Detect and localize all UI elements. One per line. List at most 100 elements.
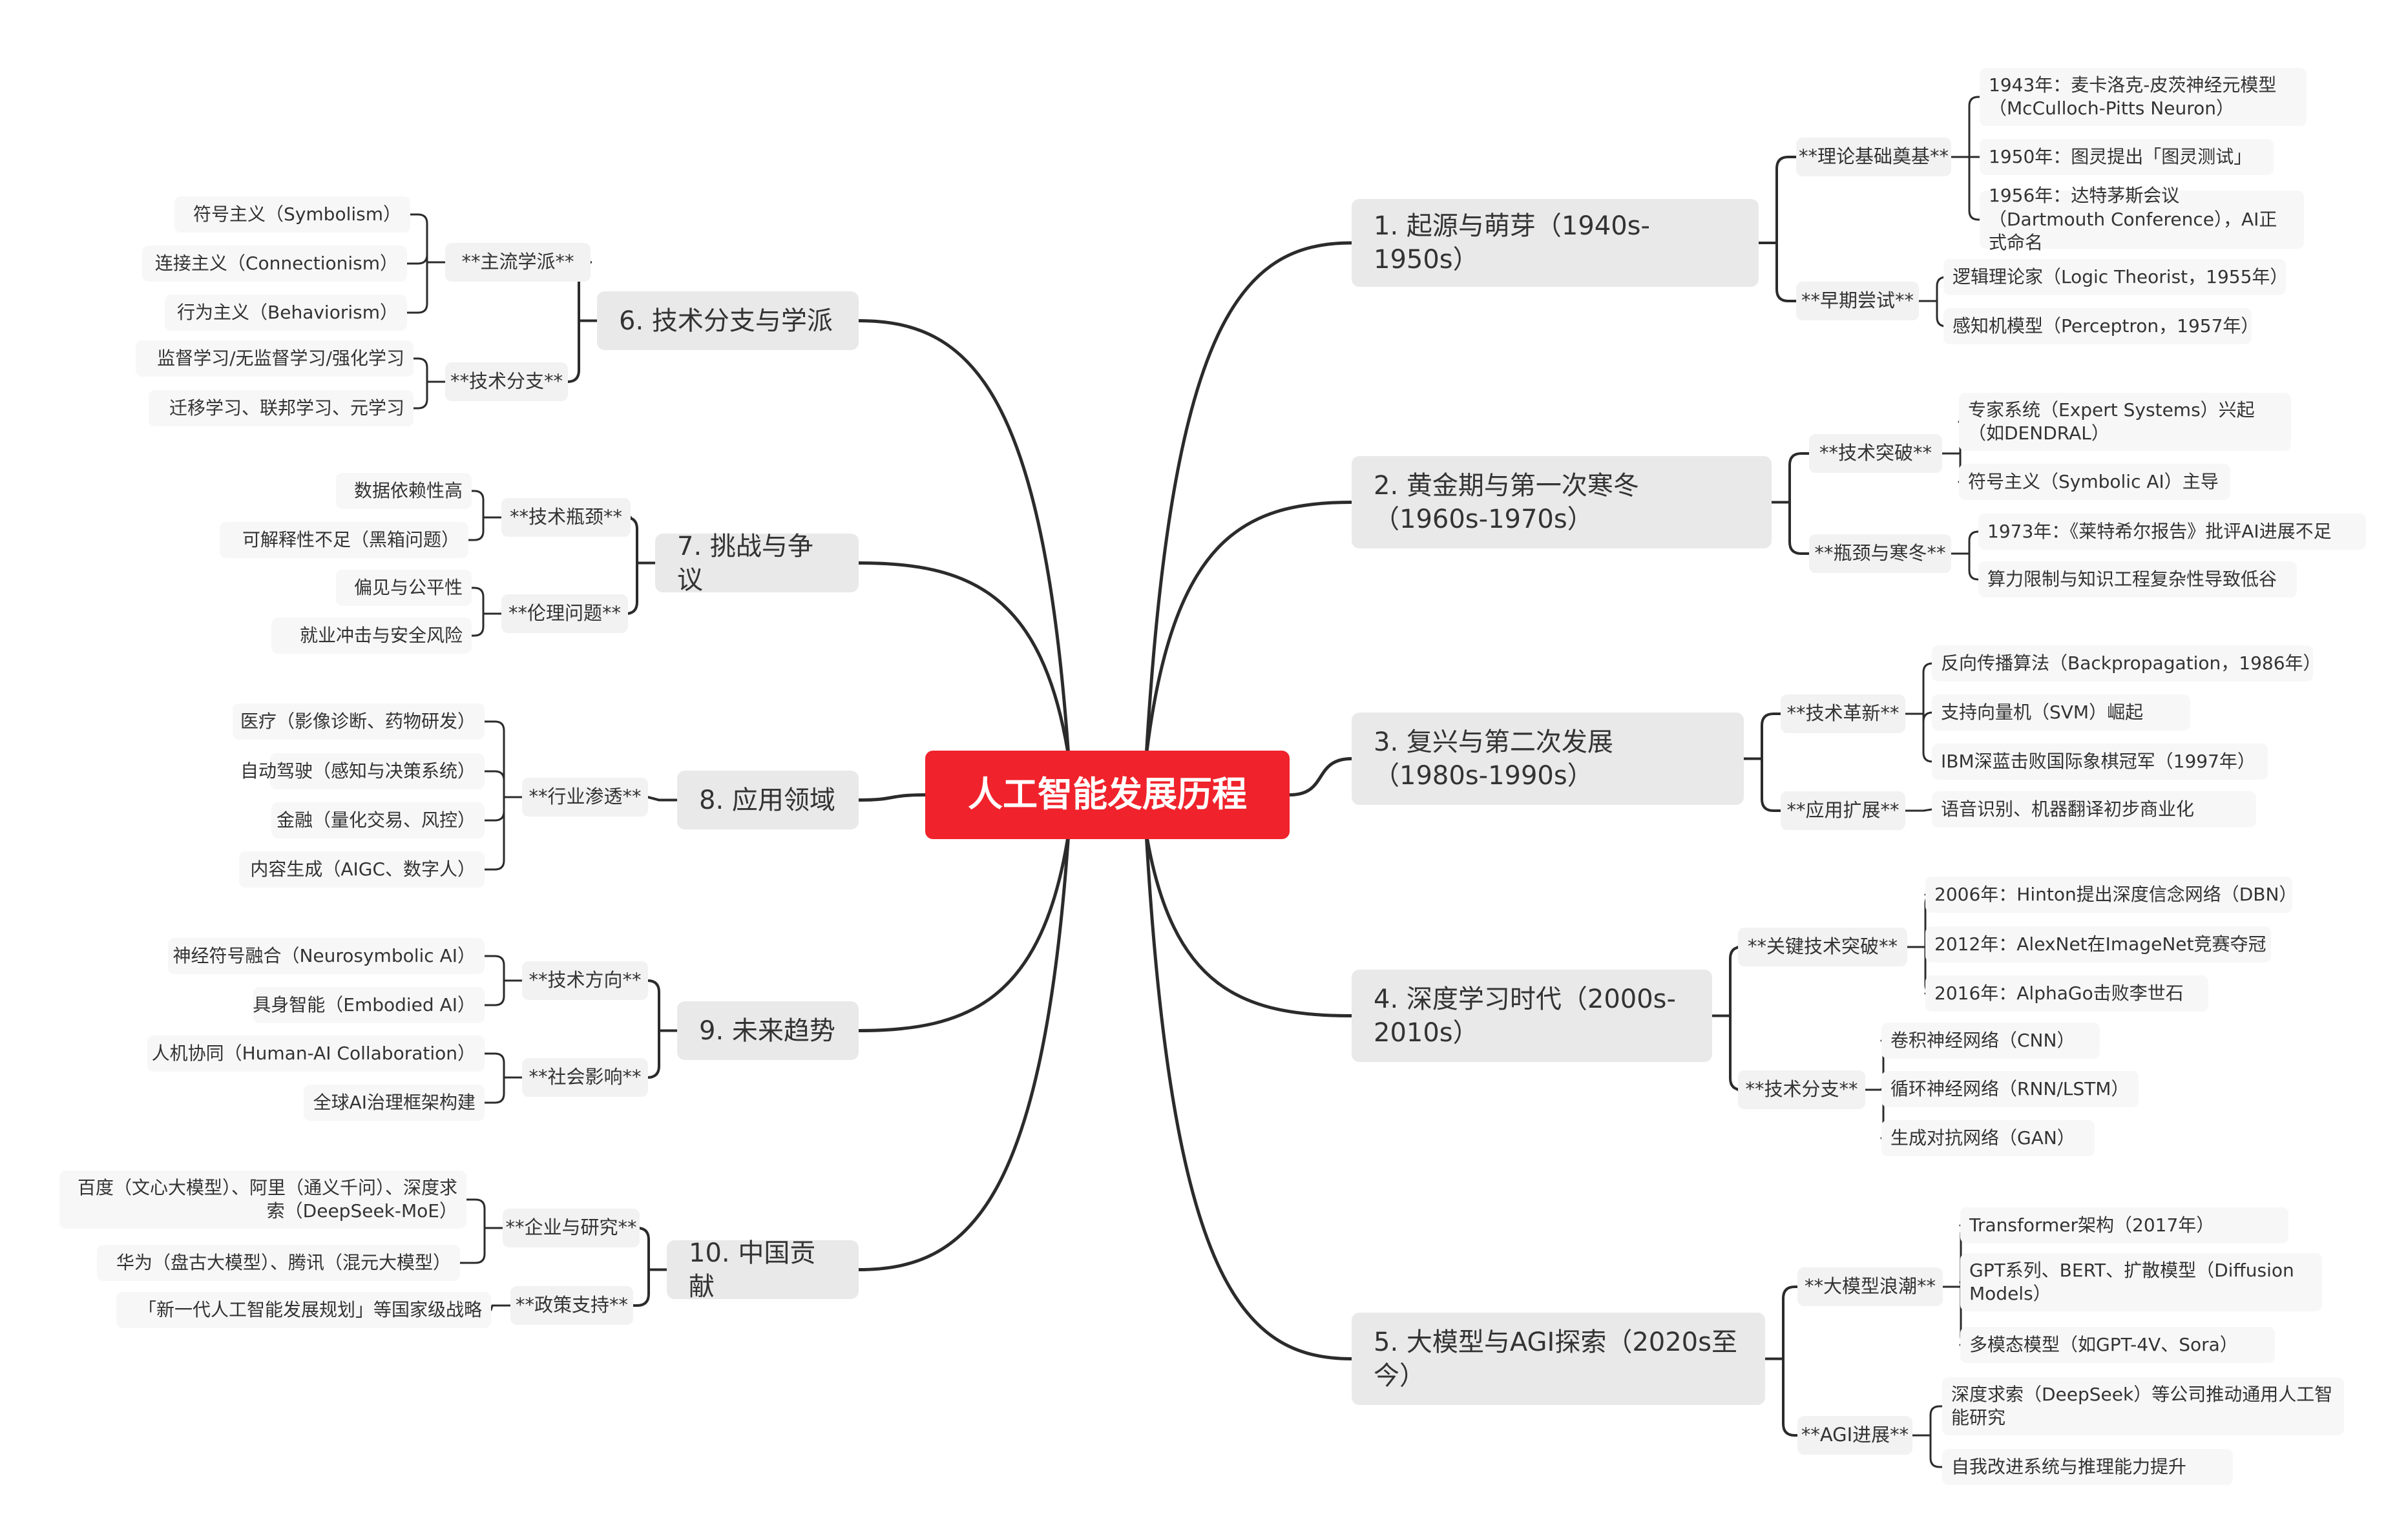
leaf-topic-2-2-1[interactable]: 1973年：《莱特希尔报告》批评AI进展不足 [1978, 514, 2366, 550]
leaf-connector-2-2-1 [1968, 530, 1980, 555]
leaf-topic-6-2-2[interactable]: 迁移学习、联邦学习、元学习 [149, 390, 413, 426]
sub-topic-3-1[interactable]: **技术革新** [1781, 694, 1905, 733]
leaf-connector-6-2-2 [412, 380, 428, 410]
leaf-topic-1-1-1[interactable]: 1943年：麦卡洛克-皮茨神经元模型（McCulloch-Pitts Neuro… [1980, 68, 2307, 126]
leaf-connector-7-1-1 [470, 490, 485, 519]
leaf-connector-5-2-2 [1929, 1434, 1943, 1468]
branch-topic-8[interactable]: 8. 应用领域 [677, 771, 859, 829]
leaf-topic-2-1-2[interactable]: 符号主义（Symbolic AI）主导 [1959, 464, 2230, 500]
branch-connector-6 [857, 319, 1071, 759]
sub-topic-1-1[interactable]: **理论基础奠基** [1796, 138, 1951, 176]
leaf-topic-3-2-1[interactable]: 语音识别、机器翻译初步商业化 [1932, 791, 2256, 827]
sub-connector-2-2 [1788, 501, 1810, 555]
leaf-topic-6-2-1[interactable]: 监督学习/无监督学习/强化学习 [136, 340, 413, 377]
leaf-topic-9-1-1[interactable]: 神经符号融合（Neurosymbolic AI） [168, 938, 485, 974]
leaf-topic-1-1-3[interactable]: 1956年：达特茅斯会议（Dartmouth Conference），AI正式命… [1980, 185, 2304, 253]
leaf-topic-10-1-1[interactable]: 百度（文心大模型）、阿里（通义千问）、深度求索（DeepSeek-MoE） [59, 1171, 466, 1229]
branch-topic-9[interactable]: 9. 未来趋势 [677, 1001, 859, 1060]
leaf-topic-5-2-1[interactable]: 深度求索（DeepSeek）等公司推动通用人工智能研究 [1942, 1377, 2344, 1435]
leaf-topic-1-2-1[interactable]: 逻辑理论家（Logic Theorist，1955年） [1943, 259, 2288, 295]
leaf-connector-10-1-1 [465, 1198, 486, 1229]
leaf-topic-7-1-2[interactable]: 可解释性不足（黑箱问题） [220, 522, 468, 558]
sub-topic-7-1[interactable]: **技术瓶颈** [501, 498, 631, 537]
leaf-topic-4-2-2[interactable]: 循环神经网络（RNN/LSTM） [1881, 1071, 2139, 1107]
leaf-connector-9-1-2 [483, 979, 505, 1006]
leaf-connector-1-1-1 [1968, 96, 1981, 158]
leaf-connector-6-1-3 [406, 261, 428, 314]
leaf-topic-8-1-2[interactable]: 自动驾驶（感知与决策系统） [240, 753, 485, 789]
branch-topic-7[interactable]: 7. 挑战与争议 [655, 532, 859, 595]
sub-topic-8-1[interactable]: **行业渗透** [522, 778, 648, 817]
leaf-topic-6-1-1[interactable]: 符号主义（Symbolism） [174, 196, 410, 233]
leaf-topic-3-1-2[interactable]: 支持向量机（SVM）崛起 [1932, 694, 2190, 731]
leaf-topic-9-1-2[interactable]: 具身智能（Embodied AI） [253, 987, 485, 1023]
branch-connector-8 [857, 793, 927, 802]
leaf-topic-9-2-2[interactable]: 全球AI治理框架构建 [304, 1085, 485, 1121]
sub-topic-6-2[interactable]: **技术分支** [445, 362, 568, 401]
branch-topic-1[interactable]: 1. 起源与萌芽（1940s-1950s） [1352, 199, 1759, 287]
leaf-connector-8-1-4 [483, 796, 505, 871]
sub-connector-5-1 [1782, 1285, 1799, 1360]
branch-connector-4 [1144, 831, 1354, 1017]
branch-topic-4[interactable]: 4. 深度学习时代（2000s-2010s） [1352, 970, 1712, 1062]
branch-topic-5[interactable]: 5. 大模型与AGI探索（2020s至今） [1352, 1313, 1765, 1405]
sub-topic-2-2[interactable]: **瓶颈与寒冬** [1809, 534, 1951, 573]
leaf-topic-4-1-3[interactable]: 2016年：AlphaGo击败李世石 [1925, 975, 2208, 1012]
sub-topic-10-2[interactable]: **政策支持** [510, 1286, 633, 1325]
leaf-topic-4-1-2[interactable]: 2012年：AlexNet在ImageNet竞赛夺冠 [1925, 926, 2271, 962]
branch-topic-10[interactable]: 10. 中国贡献 [667, 1238, 859, 1302]
leaf-topic-8-1-4[interactable]: 内容生成（AIGC、数字人） [239, 851, 485, 888]
sub-connector-1-2 [1775, 242, 1797, 302]
leaf-topic-6-1-3[interactable]: 行为主义（Behaviorism） [165, 295, 407, 331]
sub-topic-4-1[interactable]: **关键技术突破** [1738, 928, 1907, 966]
leaf-connector-8-1-1 [483, 720, 505, 798]
leaf-topic-10-1-2[interactable]: 华为（盘古大模型）、腾讯（混元大模型） [97, 1245, 460, 1281]
sub-connector-2-1 [1788, 452, 1810, 504]
sub-topic-9-1[interactable]: **技术方向** [522, 961, 648, 1000]
branch-topic-6[interactable]: 6. 技术分支与学派 [597, 291, 859, 350]
leaf-topic-4-1-1[interactable]: 2006年：Hinton提出深度信念网络（DBN） [1925, 877, 2297, 913]
leaf-topic-2-1-1[interactable]: 专家系统（Expert Systems）兴起（如DENDRAL） [1959, 393, 2291, 451]
branch-topic-2[interactable]: 2. 黄金期与第一次寒冬（1960s-1970s） [1352, 456, 1772, 548]
sub-topic-2-1[interactable]: **技术突破** [1809, 434, 1942, 473]
sub-topic-3-2[interactable]: **应用扩展** [1781, 791, 1905, 830]
leaf-connector-7-1-2 [467, 516, 485, 541]
branch-connector-1 [1144, 241, 1354, 759]
leaf-topic-5-1-3[interactable]: 多模态模型（如GPT-4V、Sora） [1960, 1327, 2275, 1363]
branch-connector-3 [1288, 757, 1354, 796]
leaf-topic-4-2-1[interactable]: 卷积神经网络（CNN） [1881, 1023, 2100, 1059]
leaf-topic-10-2-1[interactable]: 「新一代人工智能发展规划」等国家级战略 [116, 1292, 491, 1328]
leaf-topic-4-2-3[interactable]: 生成对抗网络（GAN） [1881, 1120, 2095, 1156]
leaf-topic-5-1-2[interactable]: GPT系列、BERT、扩散模型（Diffusion Models） [1960, 1253, 2322, 1311]
sub-topic-5-2[interactable]: **AGI进展** [1797, 1416, 1912, 1455]
leaf-connector-7-2-2 [470, 612, 485, 637]
branch-connector-2 [1144, 501, 1354, 759]
branch-topic-3[interactable]: 3. 复兴与第二次发展（1980s-1990s） [1352, 713, 1744, 805]
sub-topic-7-2[interactable]: **伦理问题** [501, 594, 628, 633]
leaf-topic-1-2-2[interactable]: 感知机模型（Perceptron，1957年） [1943, 308, 2259, 344]
sub-connector-3-2 [1761, 757, 1782, 812]
leaf-topic-7-1-1[interactable]: 数据依赖性高 [336, 473, 472, 509]
leaf-topic-9-2-1[interactable]: 人机协同（Human-AI Collaboration） [147, 1035, 485, 1072]
sub-connector-5-2 [1782, 1357, 1799, 1437]
leaf-topic-1-1-2[interactable]: 1950年：图灵提出「图灵测试」 [1980, 139, 2274, 175]
leaf-topic-8-1-1[interactable]: 医疗（影像诊断、药物研发） [233, 703, 485, 740]
leaf-topic-3-1-1[interactable]: 反向传播算法（Backpropagation，1986年） [1932, 645, 2321, 682]
sub-topic-6-1[interactable]: **主流学派** [445, 243, 591, 282]
sub-topic-5-1[interactable]: **大模型浪潮** [1797, 1267, 1943, 1306]
leaf-topic-2-2-2[interactable]: 算力限制与知识工程复杂性导致低谷 [1978, 561, 2297, 598]
sub-topic-4-2[interactable]: **技术分支** [1738, 1070, 1865, 1109]
sub-topic-10-1[interactable]: **企业与研究** [503, 1209, 640, 1247]
leaf-topic-3-1-3[interactable]: IBM深蓝击败国际象棋冠军（1997年） [1932, 744, 2268, 780]
sub-connector-1-1 [1775, 156, 1797, 244]
leaf-topic-7-2-2[interactable]: 就业冲击与安全风险 [271, 618, 472, 654]
leaf-topic-7-2-1[interactable]: 偏见与公平性 [336, 570, 472, 606]
sub-topic-1-2[interactable]: **早期尝试** [1796, 282, 1919, 320]
leaf-topic-6-1-2[interactable]: 连接主义（Connectionism） [142, 245, 407, 282]
leaf-topic-5-1-1[interactable]: Transformer架构（2017年） [1960, 1207, 2288, 1243]
leaf-topic-5-2-2[interactable]: 自我改进系统与推理能力提升 [1942, 1449, 2233, 1485]
sub-topic-9-2[interactable]: **社会影响** [522, 1058, 648, 1097]
leaf-topic-8-1-3[interactable]: 金融（量化交易、风控） [271, 802, 485, 838]
root-topic[interactable]: 人工智能发展历程 [925, 751, 1290, 839]
